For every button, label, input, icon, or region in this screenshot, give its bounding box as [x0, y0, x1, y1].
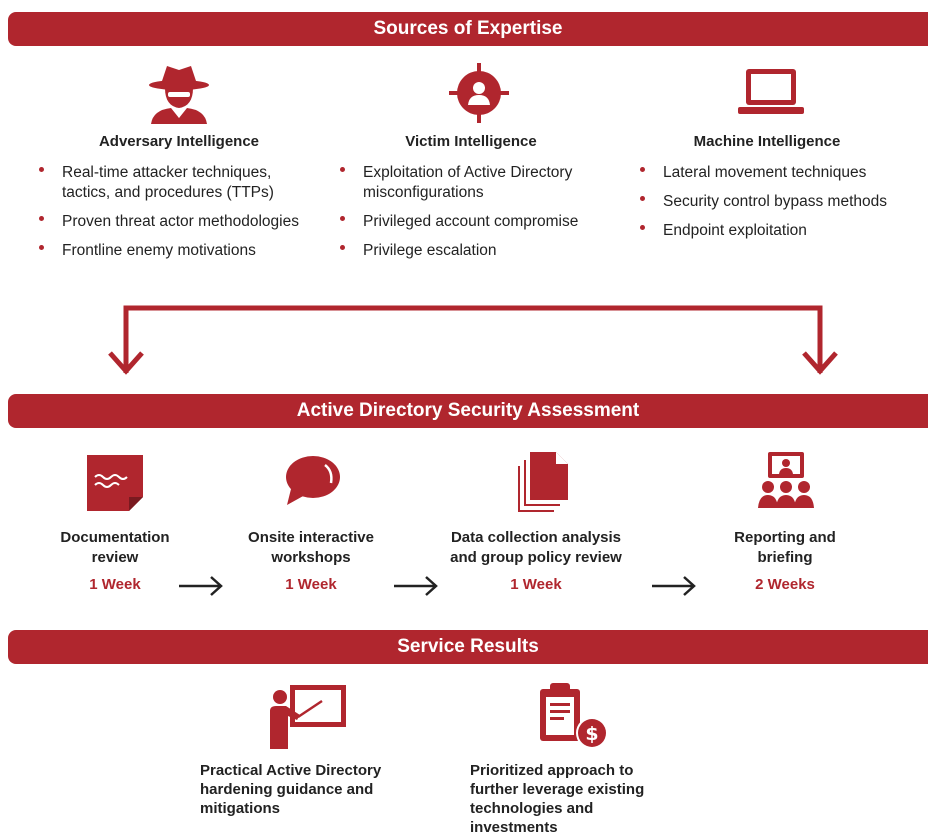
step-title-workshops: Onsite interactive workshops: [248, 529, 374, 566]
laptop-icon: [738, 69, 804, 114]
step-title-reporting: Reporting and briefing: [734, 529, 836, 566]
list-item: Real-time attacker techniques, tactics, …: [36, 163, 316, 203]
source-list-victim: Exploitation of Active Directory misconf…: [337, 163, 627, 270]
step-arrow-icon: [179, 576, 223, 596]
result-text-hardening: Practical Active Directory hardening gui…: [200, 762, 382, 817]
list-item: Frontline enemy motivations: [36, 241, 316, 261]
list-item: Lateral movement techniques: [637, 163, 922, 183]
step-duration-workshops: 1 Week: [285, 576, 337, 593]
document-note-icon: [87, 455, 143, 511]
results-title: Service Results: [397, 636, 539, 657]
source-title-victim: Victim Intelligence: [405, 133, 537, 150]
list-item: Exploitation of Active Directory misconf…: [337, 163, 627, 203]
list-item: Privilege escalation: [337, 241, 627, 261]
documents-stack-icon: [518, 452, 568, 512]
source-title-machine: Machine Intelligence: [693, 133, 841, 150]
step-title-data-collection: Data collection analysis and group polic…: [450, 529, 622, 566]
step-duration-data-collection: 1 Week: [510, 576, 562, 593]
target-person-icon: [449, 63, 509, 123]
list-item: Security control bypass methods: [637, 192, 922, 212]
step-arrow-icon: [652, 576, 696, 596]
assessment-title: Active Directory Security Assessment: [296, 400, 640, 421]
list-item: Privileged account compromise: [337, 212, 627, 232]
spy-icon: [149, 66, 209, 124]
list-item: Proven threat actor methodologies: [36, 212, 316, 232]
step-arrow-icon: [394, 576, 438, 596]
svg-text:$: $: [585, 723, 598, 745]
presentation-audience-icon: [758, 452, 814, 508]
presenter-board-icon: [270, 685, 346, 749]
flow-connector-arrows: [108, 305, 838, 375]
step-duration-documentation: 1 Week: [89, 576, 141, 593]
result-text-prioritized: Prioritized approach to further leverage…: [470, 762, 645, 836]
step-title-documentation: Documentation review: [60, 529, 170, 566]
source-list-machine: Lateral movement techniques Security con…: [637, 163, 922, 250]
results-banner: Service Results: [8, 630, 928, 664]
list-item: Endpoint exploitation: [637, 221, 922, 241]
step-duration-reporting: 2 Weeks: [755, 576, 815, 593]
sources-banner: Sources of Expertise: [8, 12, 928, 46]
speech-bubble-icon: [286, 456, 340, 505]
source-list-adversary: Real-time attacker techniques, tactics, …: [36, 163, 316, 270]
sources-title: Sources of Expertise: [373, 18, 563, 39]
clipboard-dollar-icon: $: [540, 683, 608, 749]
source-title-adversary: Adversary Intelligence: [98, 133, 260, 150]
assessment-banner: Active Directory Security Assessment: [8, 394, 928, 428]
